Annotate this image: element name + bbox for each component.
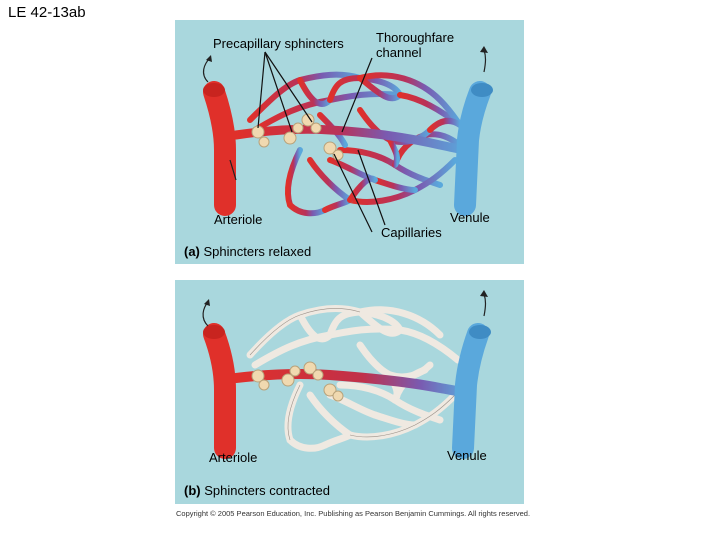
flow-arrow-icon	[204, 58, 210, 82]
caption-a: (a) Sphincters relaxed	[184, 244, 311, 259]
label-arteriole-b: Arteriole	[209, 450, 257, 465]
arrow-head-icon	[480, 290, 488, 297]
arteriole-opening-a	[203, 83, 225, 97]
label-arteriole-a: Arteriole	[214, 212, 262, 227]
copyright-notice: Copyright © 2005 Pearson Education, Inc.…	[176, 509, 530, 518]
flow-arrow-icon	[484, 50, 486, 72]
label-thoroughfare-line1: Thoroughfare	[376, 30, 454, 45]
arteriole-opening-b	[203, 325, 225, 339]
panel-a-vessels	[203, 46, 493, 213]
caption-b-letter: (b)	[184, 483, 201, 498]
label-capillaries: Capillaries	[381, 225, 442, 240]
label-precapillary-sphincters: Precapillary sphincters	[213, 36, 344, 51]
arrow-head-icon	[480, 46, 488, 53]
caption-b: (b) Sphincters contracted	[184, 483, 330, 498]
arteriole-b	[214, 334, 225, 448]
venule-opening-b	[469, 325, 491, 339]
label-thoroughfare-line2: channel	[376, 45, 422, 60]
caption-a-letter: (a)	[184, 244, 200, 259]
flow-arrow-icon	[203, 302, 208, 326]
caption-a-text: Sphincters relaxed	[204, 244, 312, 259]
venule-b	[463, 334, 478, 448]
venule-opening-a	[471, 83, 493, 97]
venule-a	[465, 92, 480, 205]
panel-b-vessels	[203, 290, 491, 448]
label-venule-b: Venule	[447, 448, 487, 463]
label-venule-a: Venule	[450, 210, 490, 225]
arrow-head-icon	[204, 299, 210, 306]
caption-b-text: Sphincters contracted	[204, 483, 330, 498]
flow-arrow-icon	[484, 294, 486, 316]
arteriole-a	[214, 92, 225, 205]
